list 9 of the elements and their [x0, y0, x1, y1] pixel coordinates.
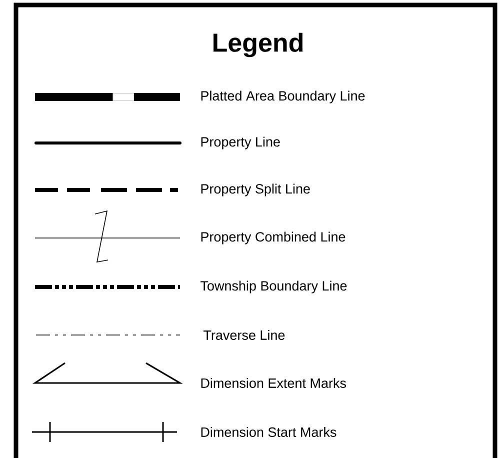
- legend-label: Dimension Extent Marks: [201, 378, 346, 388]
- legend-label: Property Combined Line: [201, 232, 346, 244]
- legend-label: Dimension Start Marks: [201, 427, 336, 437]
- legend-label: Township Boundary Line: [200, 280, 347, 294]
- legend-label: Property Split Line: [201, 184, 310, 196]
- legend-label: Property Line: [201, 136, 280, 150]
- legend-label: Platted Area Boundary Line: [201, 90, 365, 104]
- legend-label: Traverse Line: [204, 330, 285, 340]
- legend-title: Legend: [214, 32, 302, 58]
